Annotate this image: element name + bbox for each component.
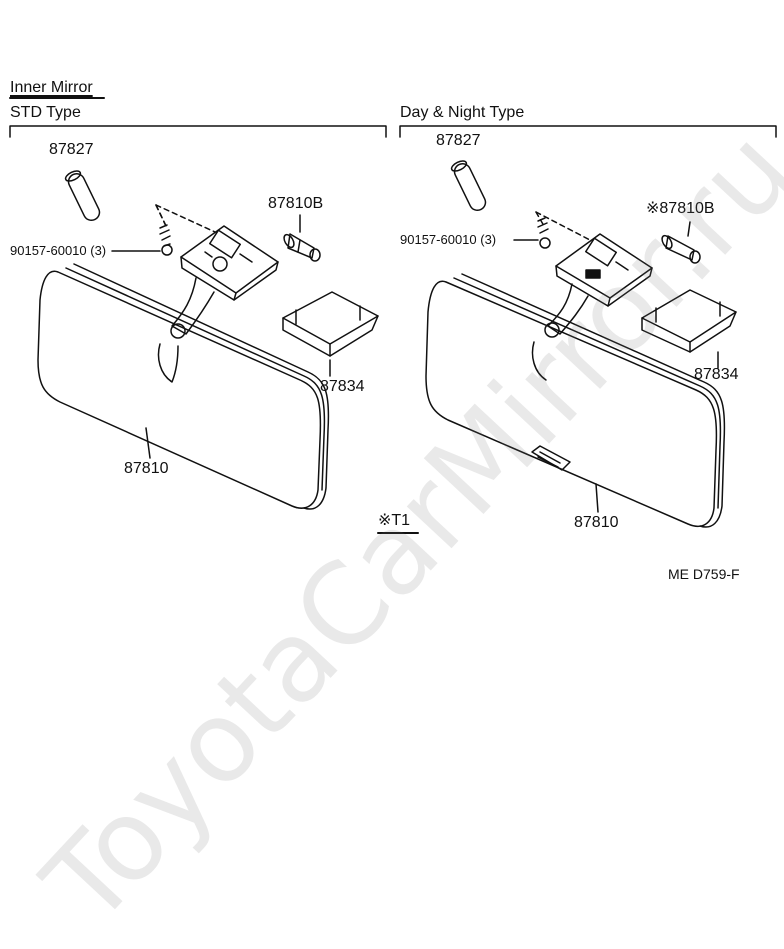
note-t1: ※T1 [378,512,411,529]
dn-lamp-base-shape [555,233,653,307]
std-mirror-housing-shape [37,263,330,510]
std-bracket [9,125,387,138]
dn-label-87810: 87810 [574,514,619,531]
dn-label-87810B: ※87810B [646,200,715,217]
std-type-heading: STD Type [10,104,81,121]
dn-stay-arm-shape [547,283,589,335]
std-stay-arm-shape [171,277,215,335]
std-label-87834: 87834 [320,378,365,395]
dn-screw-shape [537,217,551,249]
diagram-title: Inner Mirror [10,79,93,96]
dn-tab-shape [531,445,571,471]
dn-label-87834: 87834 [694,366,739,383]
dn-bulb-87827-shape [450,160,487,212]
dn-lens-87834-shape [641,289,737,353]
std-bulb-87810B-shape [283,233,321,262]
std-lens-87834-shape [282,291,379,357]
std-label-90157: 90157-60010 (3) [10,243,107,258]
std-lamp-base-shape [180,225,279,301]
day-night-bracket [399,125,777,138]
parts-diagram: Inner Mirror STD Type Day & Night Type 8… [9,79,784,949]
day-night-type-heading: Day & Night Type [400,104,525,121]
figure-code: ME D759-F [668,566,740,582]
dn-label-87827: 87827 [436,132,481,149]
dn-mirror-housing-shape [425,273,726,528]
std-label-87827: 87827 [49,141,94,158]
dn-label-90157: 90157-60010 (3) [400,232,497,247]
std-bulb-87827-shape [64,170,101,222]
dn-bulb-87810B-shape [661,234,701,264]
std-screw-shape [159,224,173,256]
std-label-87810B: 87810B [268,195,324,212]
mirror-illustration [9,97,777,534]
std-label-87810: 87810 [124,460,169,477]
